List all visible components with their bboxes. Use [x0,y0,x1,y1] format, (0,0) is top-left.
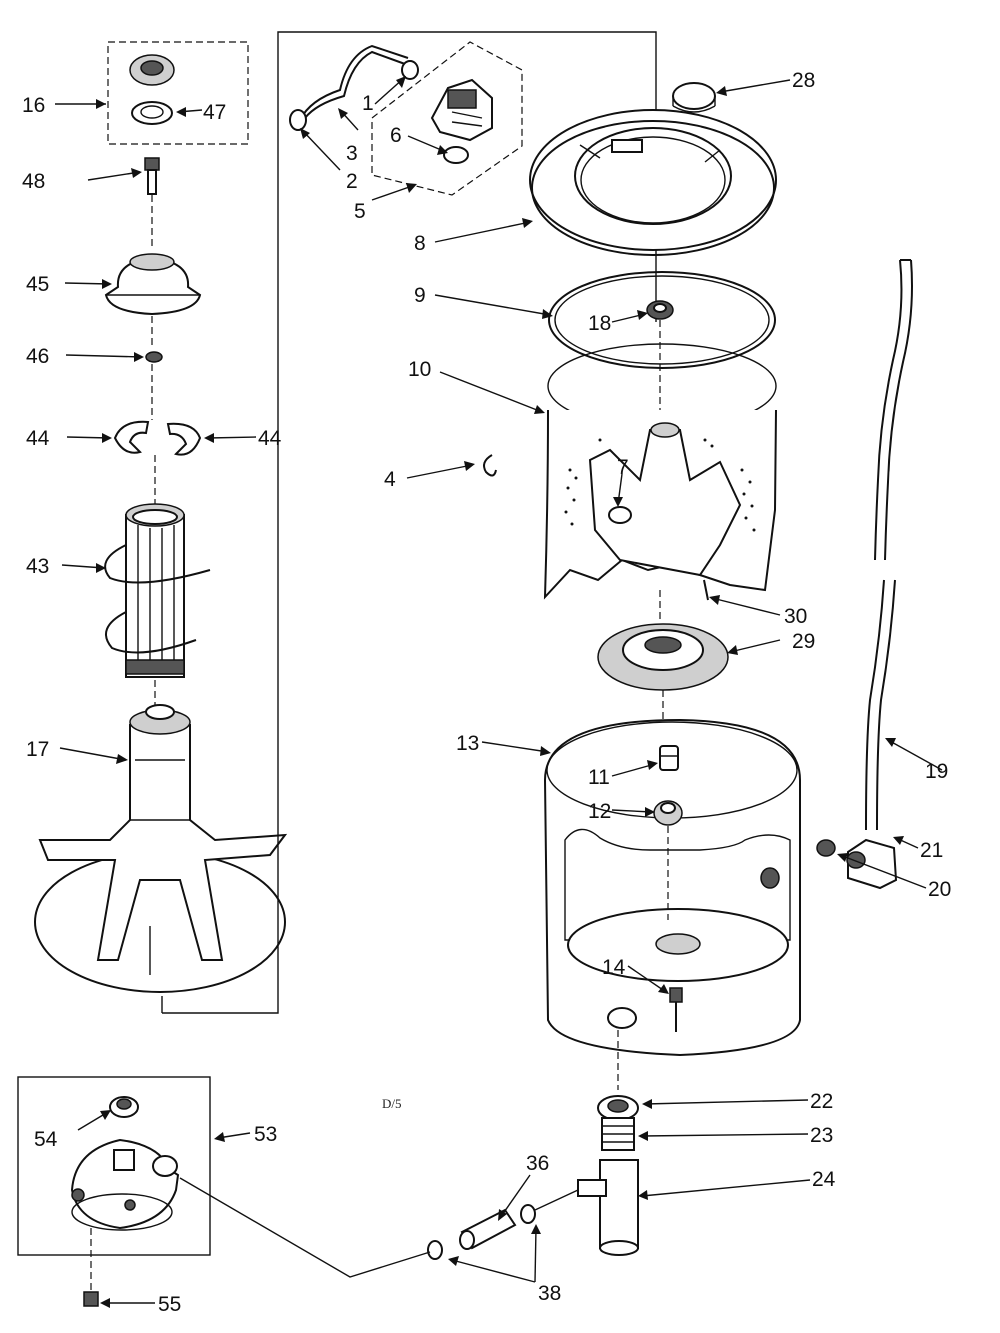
part-19-hose-drawing [865,259,913,831]
callout-labels: 16 47 48 45 46 44 44 43 17 1 3 2 6 5 28 … [22,69,951,1316]
callout-44-right: 44 [258,427,282,450]
callout-11: 11 [588,766,610,789]
part-14-drawing [669,987,683,1032]
part-55-drawing [83,1228,99,1307]
part-9-ring-drawing [548,271,776,369]
callout-18: 18 [588,312,611,335]
callout-9: 9 [414,284,426,307]
callout-36: 36 [526,1152,549,1175]
part-4-drawing [483,454,497,477]
callout-5: 5 [354,200,366,223]
part-38-drawing [427,1204,536,1260]
callout-1: 1 [362,92,374,115]
part-8-ring-drawing [529,109,777,256]
callout-8: 8 [414,232,426,255]
callout-55: 55 [158,1293,181,1316]
diagram-code-note: D/5 [382,1096,402,1111]
part-10-basket-drawing [543,343,777,600]
callout-48: 48 [22,170,45,193]
part-18-drawing [646,300,674,320]
callout-19: 19 [925,760,948,783]
part-12-drawing [653,800,683,826]
part-20-drawing [816,839,836,857]
part-46-drawing [145,351,163,363]
callout-28: 28 [792,69,815,92]
part-23-drawing [601,1117,635,1151]
part-48-drawing [144,157,160,195]
callout-22: 22 [810,1090,833,1113]
dashed-box-5 [371,41,523,196]
callout-17: 17 [26,738,49,761]
part-22-drawing [597,1095,639,1121]
part-36-drawing [459,1208,517,1250]
callout-47: 47 [203,101,226,124]
box-53 [17,1076,211,1256]
callout-7: 7 [617,456,629,479]
callout-44-left: 44 [26,427,50,450]
part-28-drawing [672,82,716,113]
part-1-2-3-6-drawing [289,44,493,164]
callout-3: 3 [346,142,358,165]
callout-10: 10 [408,358,431,381]
part-30-drawing [703,579,709,601]
callout-29: 29 [792,630,815,653]
callout-53: 53 [254,1123,277,1146]
callout-45: 45 [26,273,49,296]
callout-13: 13 [456,732,479,755]
part-cap-47-drawing [129,54,175,125]
callout-20: 20 [928,878,951,901]
part-24-drawing [577,1159,639,1256]
callout-16: 16 [22,94,45,117]
callout-43: 43 [26,555,49,578]
callout-21: 21 [920,839,943,862]
callout-46: 46 [26,345,49,368]
callout-54: 54 [34,1128,58,1151]
part-13-tub-drawing [543,718,801,1057]
part-17-agitator-drawing [34,704,288,993]
callout-30: 30 [784,605,807,628]
part-11-drawing [659,745,679,771]
leader-lines [55,76,943,1308]
part-45-drawing [104,253,202,316]
callout-2: 2 [346,170,358,193]
callout-6: 6 [390,124,402,147]
callout-23: 23 [810,1124,833,1147]
callout-4: 4 [384,468,396,491]
part-21-drawing [846,838,898,890]
callout-38: 38 [538,1282,561,1305]
callout-24: 24 [812,1168,836,1191]
part-44-drawing [113,420,202,456]
part-29-drawing [597,623,729,691]
callout-12: 12 [588,800,611,823]
callout-14: 14 [602,956,626,979]
part-53-pump-drawing [70,1096,180,1231]
dashed-box-16 [107,41,249,145]
part-43-drawing [104,503,211,678]
